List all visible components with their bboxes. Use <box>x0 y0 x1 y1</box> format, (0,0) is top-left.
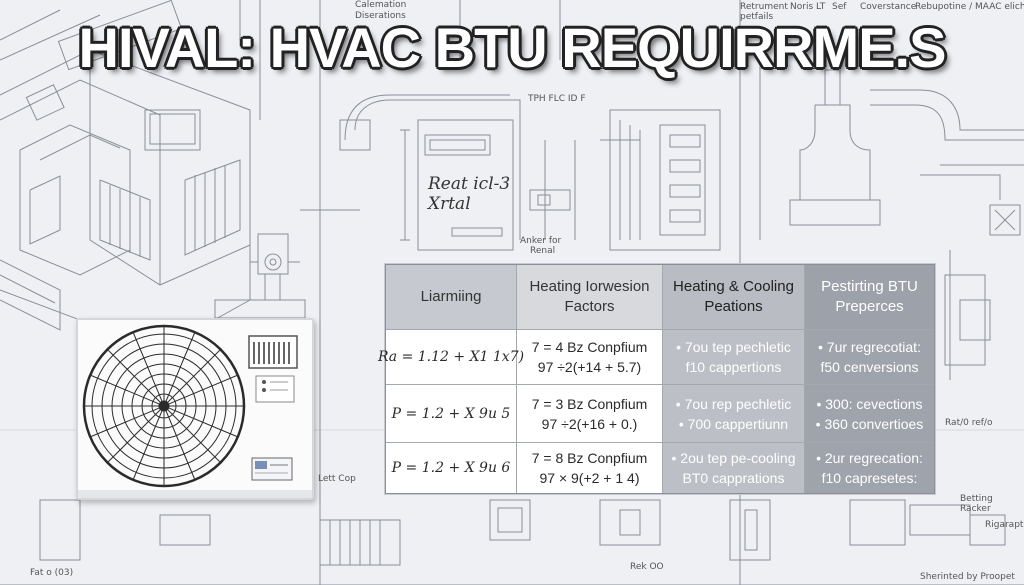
note-bottom-left: Fat o (03) <box>30 568 74 578</box>
table-cell-factor: 7 = 8 Bz Conpfium 97 × 9(+2 + 1 4) <box>517 443 663 493</box>
heating-line: • 2ou tep pe-cooling <box>671 450 796 466</box>
heating-line: • 7ou tep pechletic <box>676 339 791 355</box>
heating-line: • 7ou rep pechletic <box>675 395 792 412</box>
note-renal: Renal <box>530 246 556 256</box>
table-cell-formula: P = 1.2 + X 9u 6 <box>386 443 517 493</box>
factor-line: 97 ÷2(+14 + 5.7) <box>537 359 642 375</box>
pump-drawing <box>214 209 360 319</box>
factor-line: 7 = 3 Bz Conpfium <box>531 395 648 412</box>
table-cell-btu: • 300: cevections • 360 convertioes <box>805 385 934 443</box>
table-cell-factor: 7 = 4 Bz Conpfium 97 ÷2(+14 + 5.7) <box>517 330 663 385</box>
header-cell: Heating & Cooling Peations <box>663 265 805 330</box>
ac-condenser-unit <box>76 318 314 500</box>
note-retrument: Retrument <box>740 2 788 12</box>
factor-line: 7 = 4 Bz Conpfium <box>531 339 648 355</box>
note-bottom-center: Rek OO <box>630 562 664 572</box>
note-rebupotine: Rebupotine / MAAC elichart <box>915 2 1024 12</box>
header-text: Heating & Cooling <box>673 278 794 295</box>
header-cell: Heating Iorwesion Factors <box>517 265 663 330</box>
drawing-label-1: Reat icl-3 <box>428 174 511 194</box>
header-text: Pestirting BTU <box>821 278 918 295</box>
formula-text: Ra = 1.12 + X1 1x7) <box>377 349 525 365</box>
btu-line: f50 cenversions <box>820 359 919 375</box>
btu-line: • 2ur regrecation: <box>816 450 923 466</box>
note-diserations: Diserations <box>355 11 406 21</box>
formula-text: P = 1.2 + X 9u 6 <box>391 460 511 476</box>
vent-grille-icon <box>248 335 298 403</box>
note-betting: Betting <box>960 494 993 504</box>
header-text: Peations <box>704 298 763 315</box>
fan-grille-icon <box>78 324 312 498</box>
table-cell-heating: • 2ou tep pe-cooling BT0 capprations <box>663 443 805 493</box>
nameplate-icon <box>251 457 293 481</box>
table-cell-formula: Ra = 1.12 + X1 1x7) <box>378 330 524 385</box>
header-text: Factors <box>564 298 615 315</box>
note-calemation: Calemation <box>355 0 407 10</box>
btu-line: • 360 convertioes <box>815 415 924 432</box>
page-title: HIVAL: HVAC BTU REQUIRRME.S <box>78 16 947 79</box>
btu-line: f10 capresetes: <box>821 470 918 486</box>
note-noris: Noris LT <box>790 2 826 12</box>
factor-line: 97 ÷2(+16 + 0.) <box>541 415 638 432</box>
table-cell-factor: 7 = 3 Bz Conpfium 97 ÷2(+16 + 0.) <box>517 385 663 443</box>
heating-line: BT0 capprations <box>682 470 785 486</box>
header-cell: Liarmiing <box>386 265 517 330</box>
table-cell-btu: • 2ur regrecation: f10 capresetes: <box>805 443 934 493</box>
note-rigan: Rigarapt <box>985 520 1024 530</box>
table-cell-heating: • 7ou rep pechletic • 700 cappertiunn <box>663 385 805 443</box>
btu-line: • 7ur regrecotiat: <box>818 339 921 355</box>
table-cell-formula: P = 1.2 + X 9u 5 <box>386 385 517 443</box>
factor-line: 7 = 8 Bz Conpfium <box>531 450 648 466</box>
formula-text: P = 1.2 + X 9u 5 <box>391 405 511 422</box>
drawing-label-2: Xrtal <box>428 194 471 214</box>
table-cell-btu: • 7ur regrecotiat: f50 cenversions <box>805 330 934 385</box>
header-text: Liarmiing <box>420 288 482 305</box>
header-text: Heating Iorwesion <box>529 278 650 295</box>
table-cell-heating: • 7ou tep pechletic f10 cappertions <box>663 330 805 385</box>
note-coverstance: Coverstance <box>860 2 917 12</box>
btu-requirements-table: Liarmiing Heating Iorwesion Factors Heat… <box>378 264 935 494</box>
note-anker: Anker for <box>520 236 562 246</box>
header-text: Preperces <box>835 298 904 315</box>
center-schematic <box>319 0 721 585</box>
heating-line: f10 cappertions <box>685 359 782 375</box>
isometric-building-drawing <box>0 0 261 351</box>
note-bottom-right: Sherinted by Proopet <box>920 572 1015 582</box>
btu-line: • 300: cevections <box>816 395 923 412</box>
note-racker: Racker <box>960 504 991 514</box>
factor-line: 97 × 9(+2 + 1 4) <box>539 470 640 486</box>
header-cell: Pestirting BTU Preperces <box>805 265 934 330</box>
note-sef: Sef <box>832 2 847 12</box>
note-lett: Lett Cop <box>318 474 356 484</box>
note-center-top: TPH FLC ID F <box>528 94 586 104</box>
note-ratio: Rat/0 ref/o <box>945 418 993 428</box>
note-petfails: petfails <box>740 12 774 22</box>
heating-line: • 700 cappertiunn <box>678 415 789 432</box>
